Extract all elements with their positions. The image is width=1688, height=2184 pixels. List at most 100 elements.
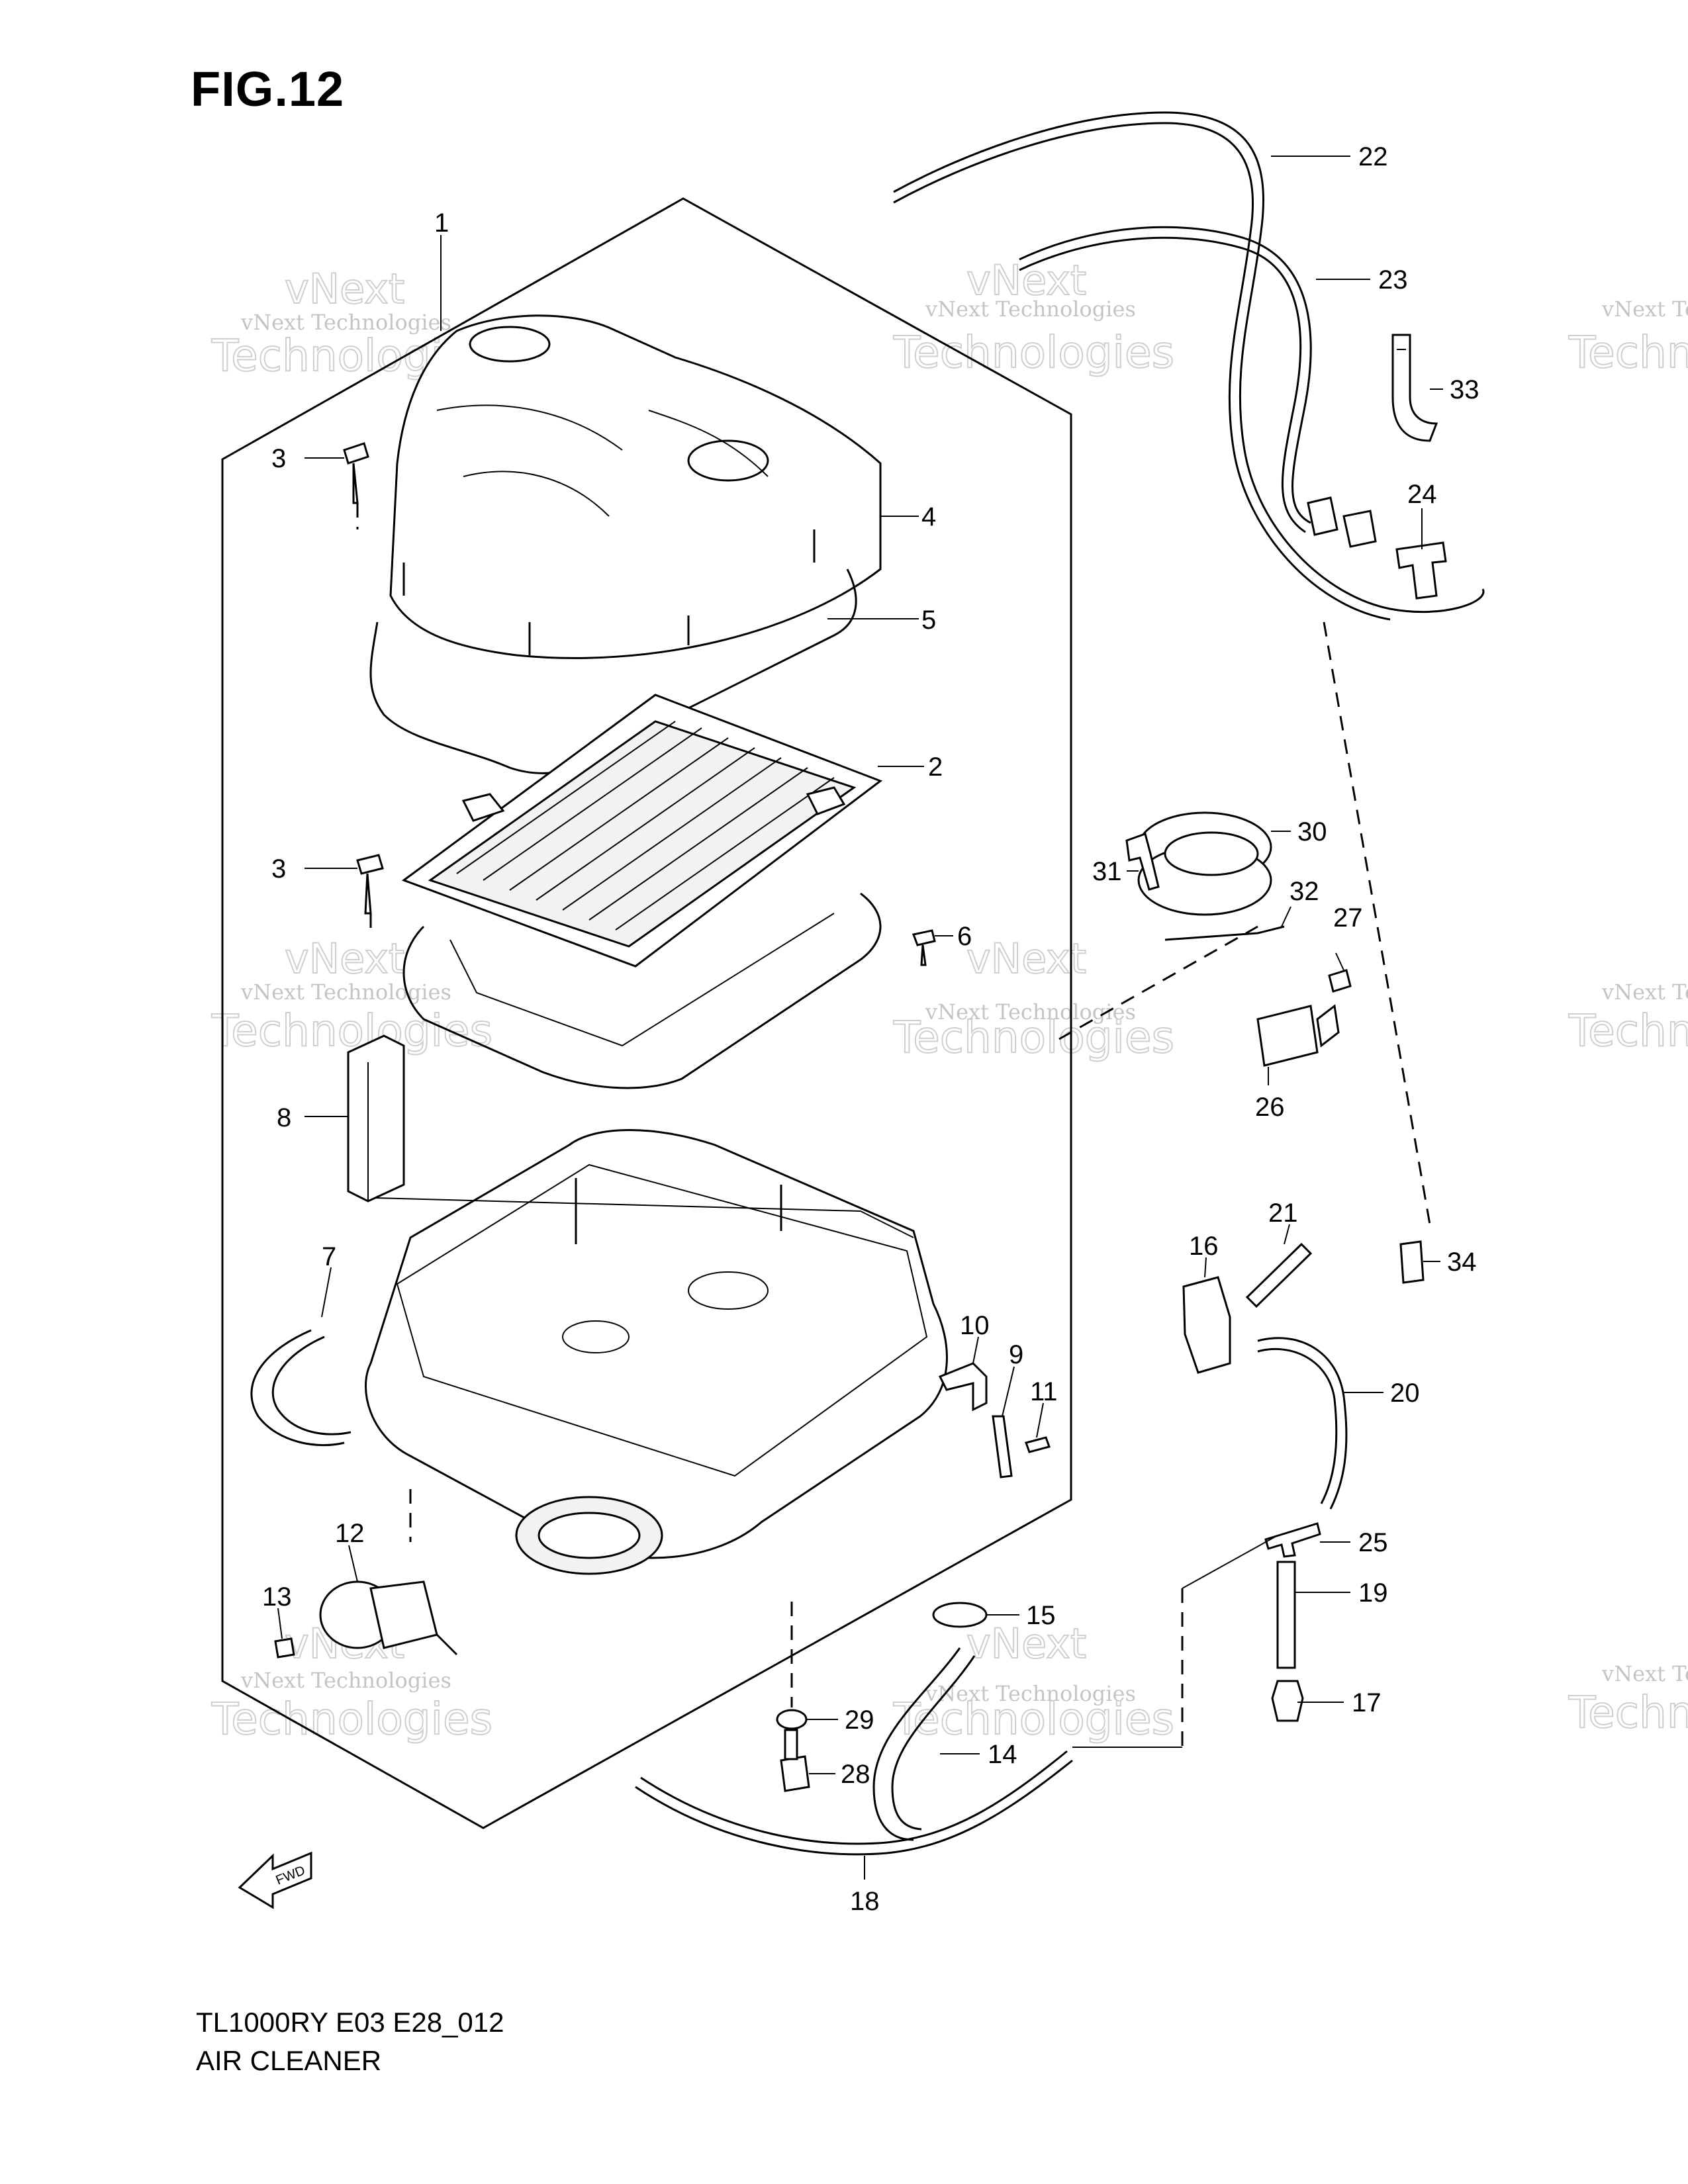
hose-20 [1257, 1337, 1348, 1510]
cap-ribs [436, 404, 769, 517]
callout-27: 27 [1333, 903, 1363, 933]
callout-14: 14 [988, 1740, 1017, 1769]
element-pleats [428, 720, 857, 948]
callout-20: 20 [1390, 1379, 1420, 1408]
hose-joint [1342, 510, 1377, 548]
cap-boss [469, 326, 551, 363]
assembly-line [860, 1210, 914, 1238]
callout-24: 24 [1407, 480, 1437, 509]
bracket-33 [1391, 334, 1438, 442]
callout-6: 6 [957, 922, 972, 951]
leader-line [1036, 1402, 1044, 1438]
leader-line [1335, 952, 1344, 971]
hose-22 [893, 111, 1485, 614]
hose-14 [872, 1647, 961, 1841]
gasket-5 [369, 569, 857, 774]
connector-25 [1264, 1522, 1321, 1558]
callout-8: 8 [277, 1103, 291, 1132]
element-tab [806, 786, 846, 815]
intake-duct-opening [538, 1512, 641, 1559]
leader-line [1284, 1224, 1290, 1245]
air-cleaner-cap-1 [389, 314, 882, 659]
boot-opening [1164, 831, 1259, 876]
watermark-text: vNext Technologies [925, 999, 1136, 1024]
callout-26: 26 [1255, 1093, 1285, 1122]
sensor-26 [1256, 1005, 1319, 1067]
air-cleaner-case [250, 1129, 948, 1575]
callout-32: 32 [1289, 877, 1319, 906]
hose-joint [1307, 496, 1338, 536]
callout-10: 10 [960, 1311, 990, 1340]
callout-12: 12 [335, 1519, 365, 1548]
cap-boss [687, 439, 769, 482]
element-holder [402, 892, 882, 1089]
element-tab [461, 793, 505, 822]
callout-17: 17 [1352, 1688, 1382, 1717]
callout-18: 18 [850, 1887, 880, 1916]
callout-19: 19 [1358, 1578, 1388, 1608]
leader-line [1204, 1257, 1207, 1278]
case-rim [396, 1163, 928, 1477]
hose-20-outline [1257, 1348, 1338, 1504]
watermark-text: vNext [285, 934, 404, 983]
watermark-text: vNext Technologies [1601, 296, 1688, 322]
callout-1: 1 [434, 208, 449, 238]
hose-14-outline [891, 1655, 976, 1831]
clip-15 [932, 1602, 988, 1628]
duct-seal-7 [250, 1329, 345, 1447]
clamp-32 [1164, 925, 1285, 941]
plug-28-stem [784, 1729, 798, 1760]
hose-18 [635, 1759, 1073, 1856]
leader-line [277, 1608, 283, 1639]
watermark-text: Technologies [893, 327, 1174, 378]
screw-3 [343, 442, 369, 504]
clamp-9 [992, 1415, 1013, 1479]
leader-line [1281, 906, 1291, 927]
watermark-text: Technologies [211, 1005, 492, 1056]
bolt-27 [1328, 969, 1352, 993]
callout-2: 2 [928, 752, 943, 782]
figure-name: AIR CLEANER [196, 2045, 382, 2076]
watermark-text: vNext Technologies [925, 296, 1136, 322]
callout-3: 3 [271, 854, 286, 884]
watermark-text: vNext [966, 1619, 1086, 1668]
assembly-line [1058, 925, 1258, 1040]
direction-arrow: FWD [238, 1851, 312, 1909]
clamp-10 [938, 1362, 988, 1412]
callout-13: 13 [262, 1582, 292, 1612]
watermark-text: vNext Technologies [240, 310, 451, 335]
figure-title: FIG.12 [191, 62, 345, 116]
bolt-31 [1125, 833, 1160, 891]
watermark-text: vNext [966, 934, 1086, 983]
fitting-17 [1271, 1680, 1304, 1722]
figure-model-code: TL1000RY E03 E28_012 [196, 2007, 504, 2038]
callout-29: 29 [845, 1706, 874, 1735]
plug-28 [780, 1755, 810, 1792]
watermark-text: vNext Technologies [925, 1681, 1136, 1706]
callout-4: 4 [921, 502, 936, 531]
callout-15: 15 [1026, 1601, 1056, 1630]
watermark-text: Technologies [1568, 327, 1688, 378]
duct-seal-7-outline [271, 1336, 352, 1435]
element-holder-inner [449, 913, 835, 1047]
hose-21 [1245, 1242, 1313, 1308]
watermark-text: vNext Technologies [1601, 1661, 1688, 1686]
cap-13 [274, 1637, 295, 1659]
callout-7: 7 [322, 1242, 336, 1271]
valve-nozzle [436, 1633, 458, 1656]
watermark-text: Technologies [893, 1012, 1174, 1063]
watermark-text: vNext Technologies [240, 1668, 451, 1693]
leader-line [321, 1267, 332, 1318]
case-opening [562, 1320, 630, 1353]
sponge-8 [347, 1034, 405, 1203]
hose-22-outline [893, 122, 1391, 621]
leader-lines [277, 156, 1443, 1880]
air-filter-element-2 [401, 694, 883, 968]
valve-12 [319, 1580, 458, 1656]
assembly-frame [221, 197, 1072, 1829]
watermark-text: Technologies [1568, 1005, 1688, 1056]
watermark-text: vNext Technologies [1601, 979, 1688, 1005]
callout-3: 3 [271, 444, 286, 473]
callout-labels: 1 2 3 3 4 5 6 7 8 9 10 11 12 13 14 15 16… [262, 142, 1479, 1916]
